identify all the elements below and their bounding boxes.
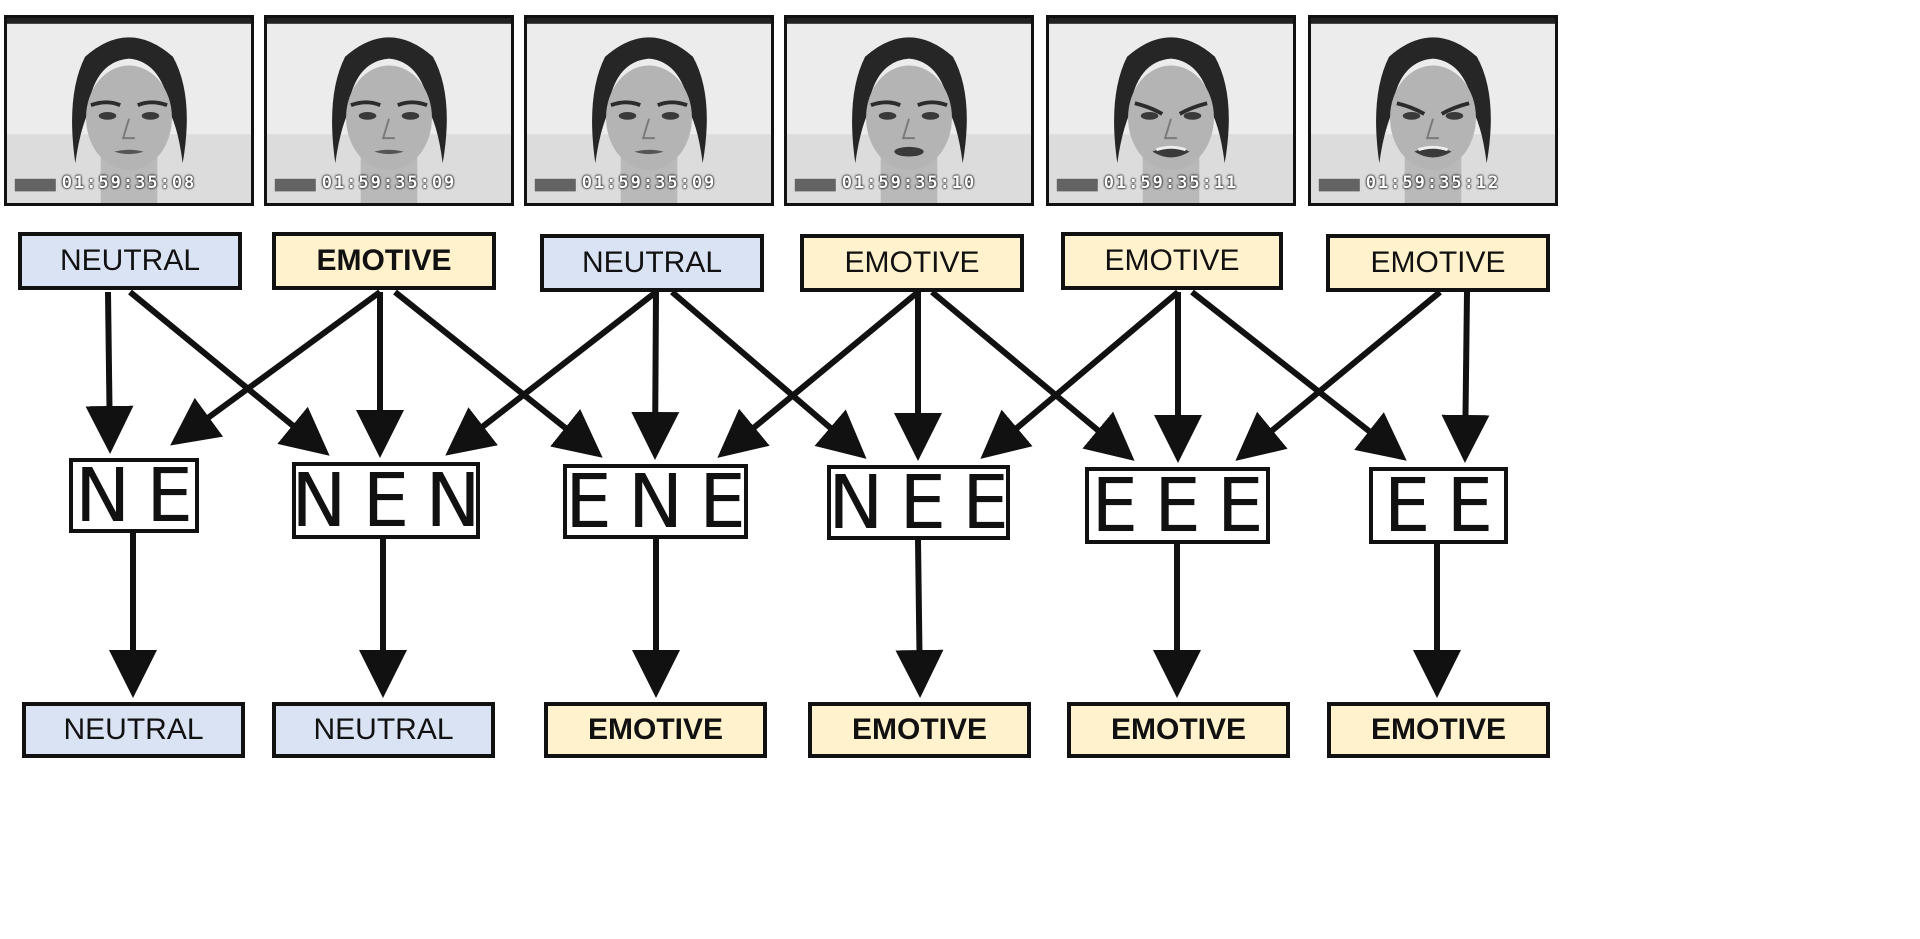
output-label-4: EMOTIVE (808, 702, 1031, 758)
input-label-1: NEUTRAL (18, 232, 242, 290)
sequence-box-1: NE (69, 453, 199, 539)
sequence-box-4: NEE (827, 459, 1025, 546)
frame-timecode: 01:59:35:11 (1103, 173, 1239, 193)
frame-timecode: 01:59:35:08 (61, 173, 197, 193)
arrow-seq-4-to-output-4 (895, 539, 944, 698)
arrow-input-6-to-seq-5 (1235, 289, 1442, 461)
arrow-input-3-to-seq-4 (670, 289, 867, 459)
frame-timecode: 01:59:35:12 (1365, 173, 1501, 193)
frame-timecode: 01:59:35:10 (841, 173, 977, 193)
arrow-input-6-to-seq-6 (1441, 291, 1490, 463)
input-label-4: EMOTIVE (800, 234, 1024, 292)
input-label-5: EMOTIVE (1061, 232, 1283, 290)
arrow-input-1-to-seq-2 (128, 289, 330, 456)
output-label-6: EMOTIVE (1327, 702, 1550, 758)
video-frame-5: 01:59:35:11 (1046, 15, 1296, 206)
video-frame-2: 01:59:35:09 (264, 15, 514, 206)
sequence-box-6: EE (1369, 463, 1508, 549)
arrow-input-5-to-seq-6 (1190, 289, 1407, 461)
sequence-box-5: EEE (1085, 463, 1270, 549)
arrow-input-2-to-seq-1 (170, 289, 382, 446)
arrow-input-1-to-seq-1 (85, 291, 134, 454)
input-label-2: EMOTIVE (272, 232, 496, 290)
arrow-input-4-to-seq-3 (717, 289, 920, 458)
arrow-input-3-to-seq-3 (631, 291, 680, 460)
video-frame-3: 01:59:35:09 (524, 15, 774, 206)
input-label-3: NEUTRAL (540, 234, 764, 292)
video-frame-1: 01:59:35:08 (4, 15, 254, 206)
arrow-input-4-to-seq-5 (930, 289, 1135, 461)
output-label-3: EMOTIVE (544, 702, 767, 758)
arrow-input-2-to-seq-3 (393, 289, 603, 458)
output-label-1: NEUTRAL (22, 702, 245, 758)
video-frame-4: 01:59:35:10 (784, 15, 1034, 206)
arrow-input-3-to-seq-2 (445, 289, 658, 456)
output-label-5: EMOTIVE (1067, 702, 1290, 758)
output-label-2: NEUTRAL (272, 702, 495, 758)
arrow-input-5-to-seq-4 (980, 289, 1180, 459)
sequence-box-3: ENE (563, 459, 748, 545)
frame-timecode: 01:59:35:09 (321, 173, 457, 193)
frame-timecode: 01:59:35:09 (581, 173, 717, 193)
input-label-6: EMOTIVE (1326, 234, 1550, 292)
sequence-box-2: NEN (291, 457, 497, 544)
video-frame-6: 01:59:35:12 (1308, 15, 1558, 206)
